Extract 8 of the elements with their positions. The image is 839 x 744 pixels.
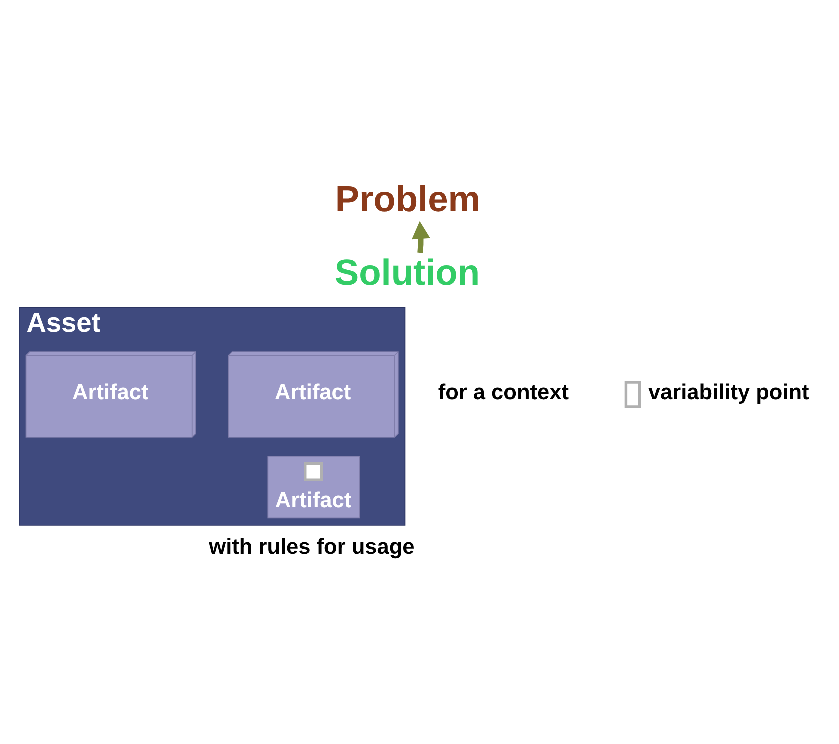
cluster: Artifact (268, 456, 360, 518)
node-box (304, 462, 324, 481)
label: with rules for usage (209, 533, 415, 558)
label: for a context (438, 378, 569, 404)
legend-label: variability point (648, 378, 810, 404)
node-text: Problem (335, 178, 481, 219)
node-text: Solution (334, 251, 480, 292)
arrow (412, 220, 430, 253)
